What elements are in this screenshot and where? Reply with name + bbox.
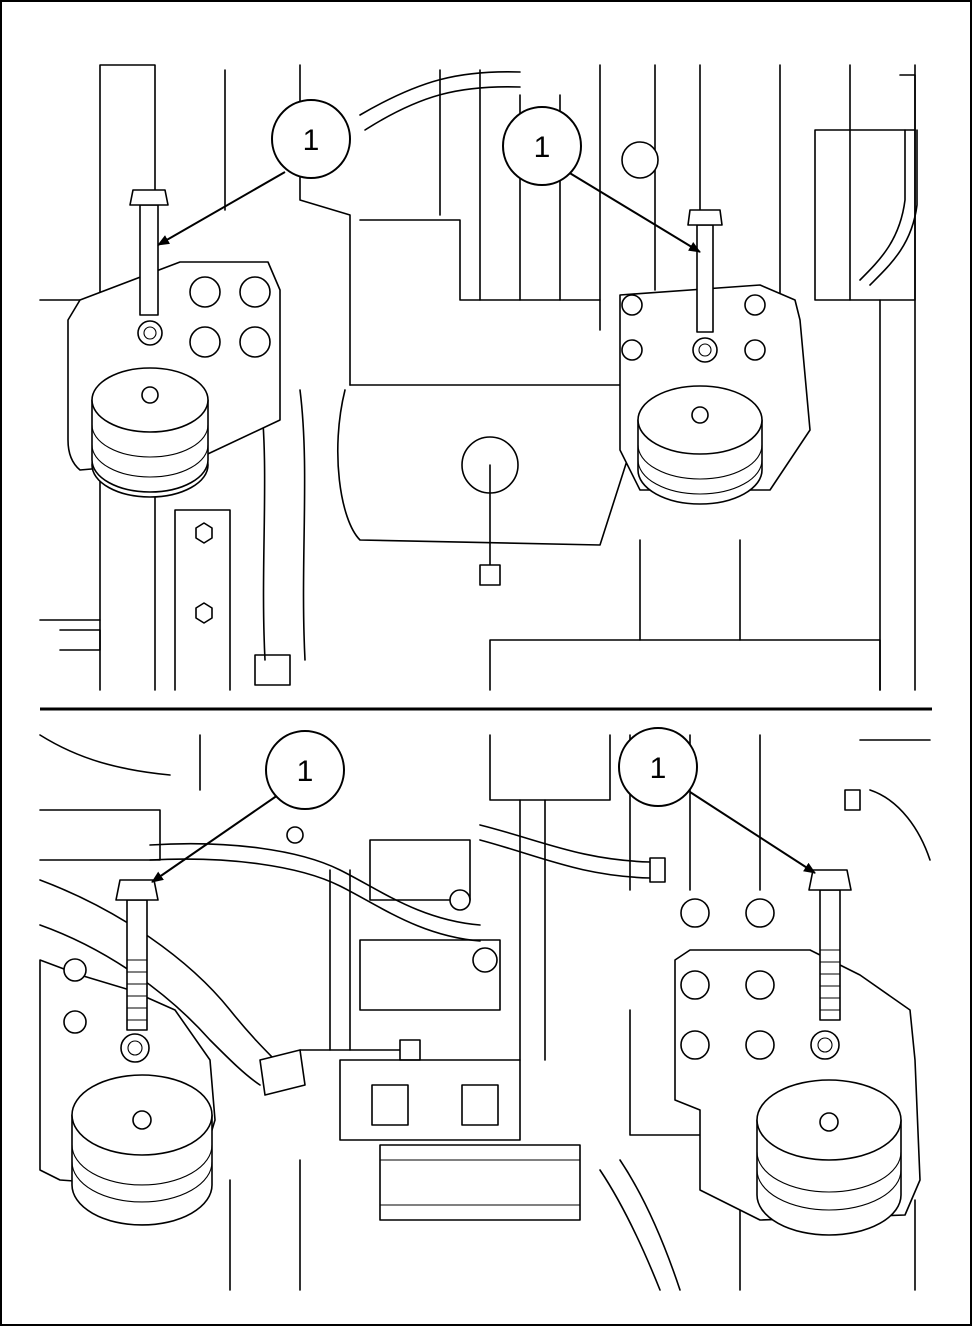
- callout-label: 1: [650, 752, 667, 785]
- callout-top-left: 1: [157, 99, 351, 246]
- callout-label: 1: [534, 131, 551, 164]
- callout-bottom-right: 1: [618, 727, 816, 874]
- callout-top-right: 1: [502, 106, 701, 253]
- callout-bottom-left: 1: [151, 730, 345, 883]
- top-view-panel: [39, 64, 918, 691]
- callout-circle: [502, 106, 582, 186]
- callout-arrow: [567, 171, 701, 253]
- callout-label: 1: [297, 755, 314, 788]
- callout-label: 1: [303, 124, 320, 157]
- callout-arrow: [151, 794, 279, 883]
- callout-arrow: [157, 171, 286, 246]
- callout-arrow: [689, 791, 816, 874]
- callout-circle: [618, 727, 698, 807]
- callout-circle: [265, 730, 345, 810]
- callout-circle: [271, 99, 351, 179]
- bottom-view-panel: [39, 734, 931, 1291]
